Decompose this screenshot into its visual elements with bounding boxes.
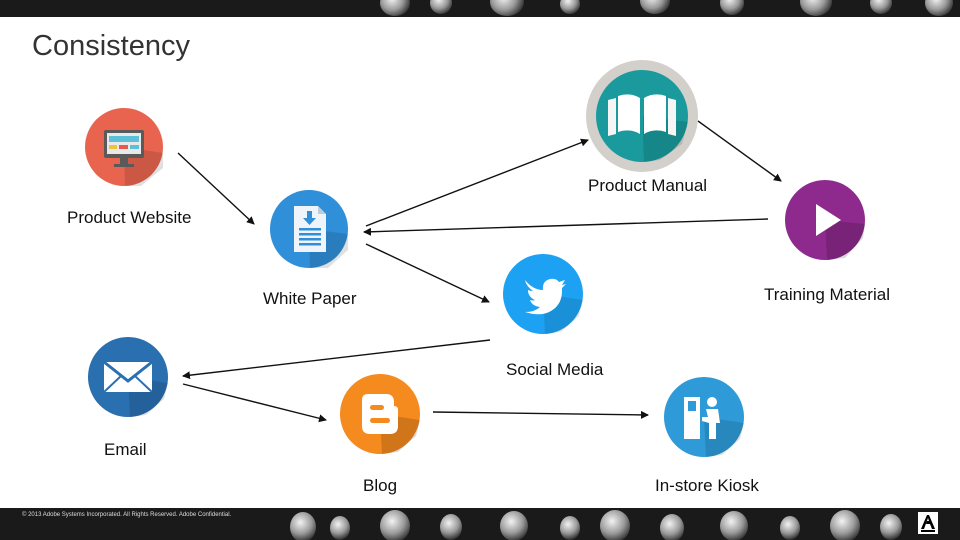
arrow-social-to-email [183,340,490,376]
document-download-icon [270,190,348,268]
social-media-label: Social Media [506,360,603,380]
arrow-blog-to-kiosk [433,412,648,415]
open-book-icon [586,60,698,172]
kiosk-node [664,377,744,457]
play-icon [785,180,865,260]
kiosk-label: In-store Kiosk [655,476,759,496]
email-node [88,337,168,417]
arrow-email-to-blog [183,384,326,420]
white-paper-node [270,190,348,268]
arrow-whitepaper-to-manual [366,140,588,226]
training-material-label: Training Material [764,285,890,305]
white-paper-label: White Paper [263,289,357,309]
arrow-training-to-whitepaper [364,219,768,232]
email-label: Email [104,440,147,460]
social-media-node [503,254,583,334]
adobe-logo-icon [918,512,938,534]
kiosk-icon [664,377,744,457]
product-website-label: Product Website [67,208,191,228]
blogger-icon [340,374,420,454]
adobe-logo [918,512,938,534]
training-material-node [785,180,865,260]
copyright-notice: © 2013 Adobe Systems Incorporated. All R… [22,512,231,518]
blog-node [340,374,420,454]
monitor-icon [85,108,163,186]
twitter-bird-icon [503,254,583,334]
arrow-whitepaper-to-social [366,244,489,302]
product-website-node [85,108,163,186]
arrow-manual-to-training [698,121,781,181]
product-manual-node [586,60,698,172]
product-manual-label: Product Manual [588,176,707,196]
blog-label: Blog [363,476,397,496]
envelope-icon [88,337,168,417]
